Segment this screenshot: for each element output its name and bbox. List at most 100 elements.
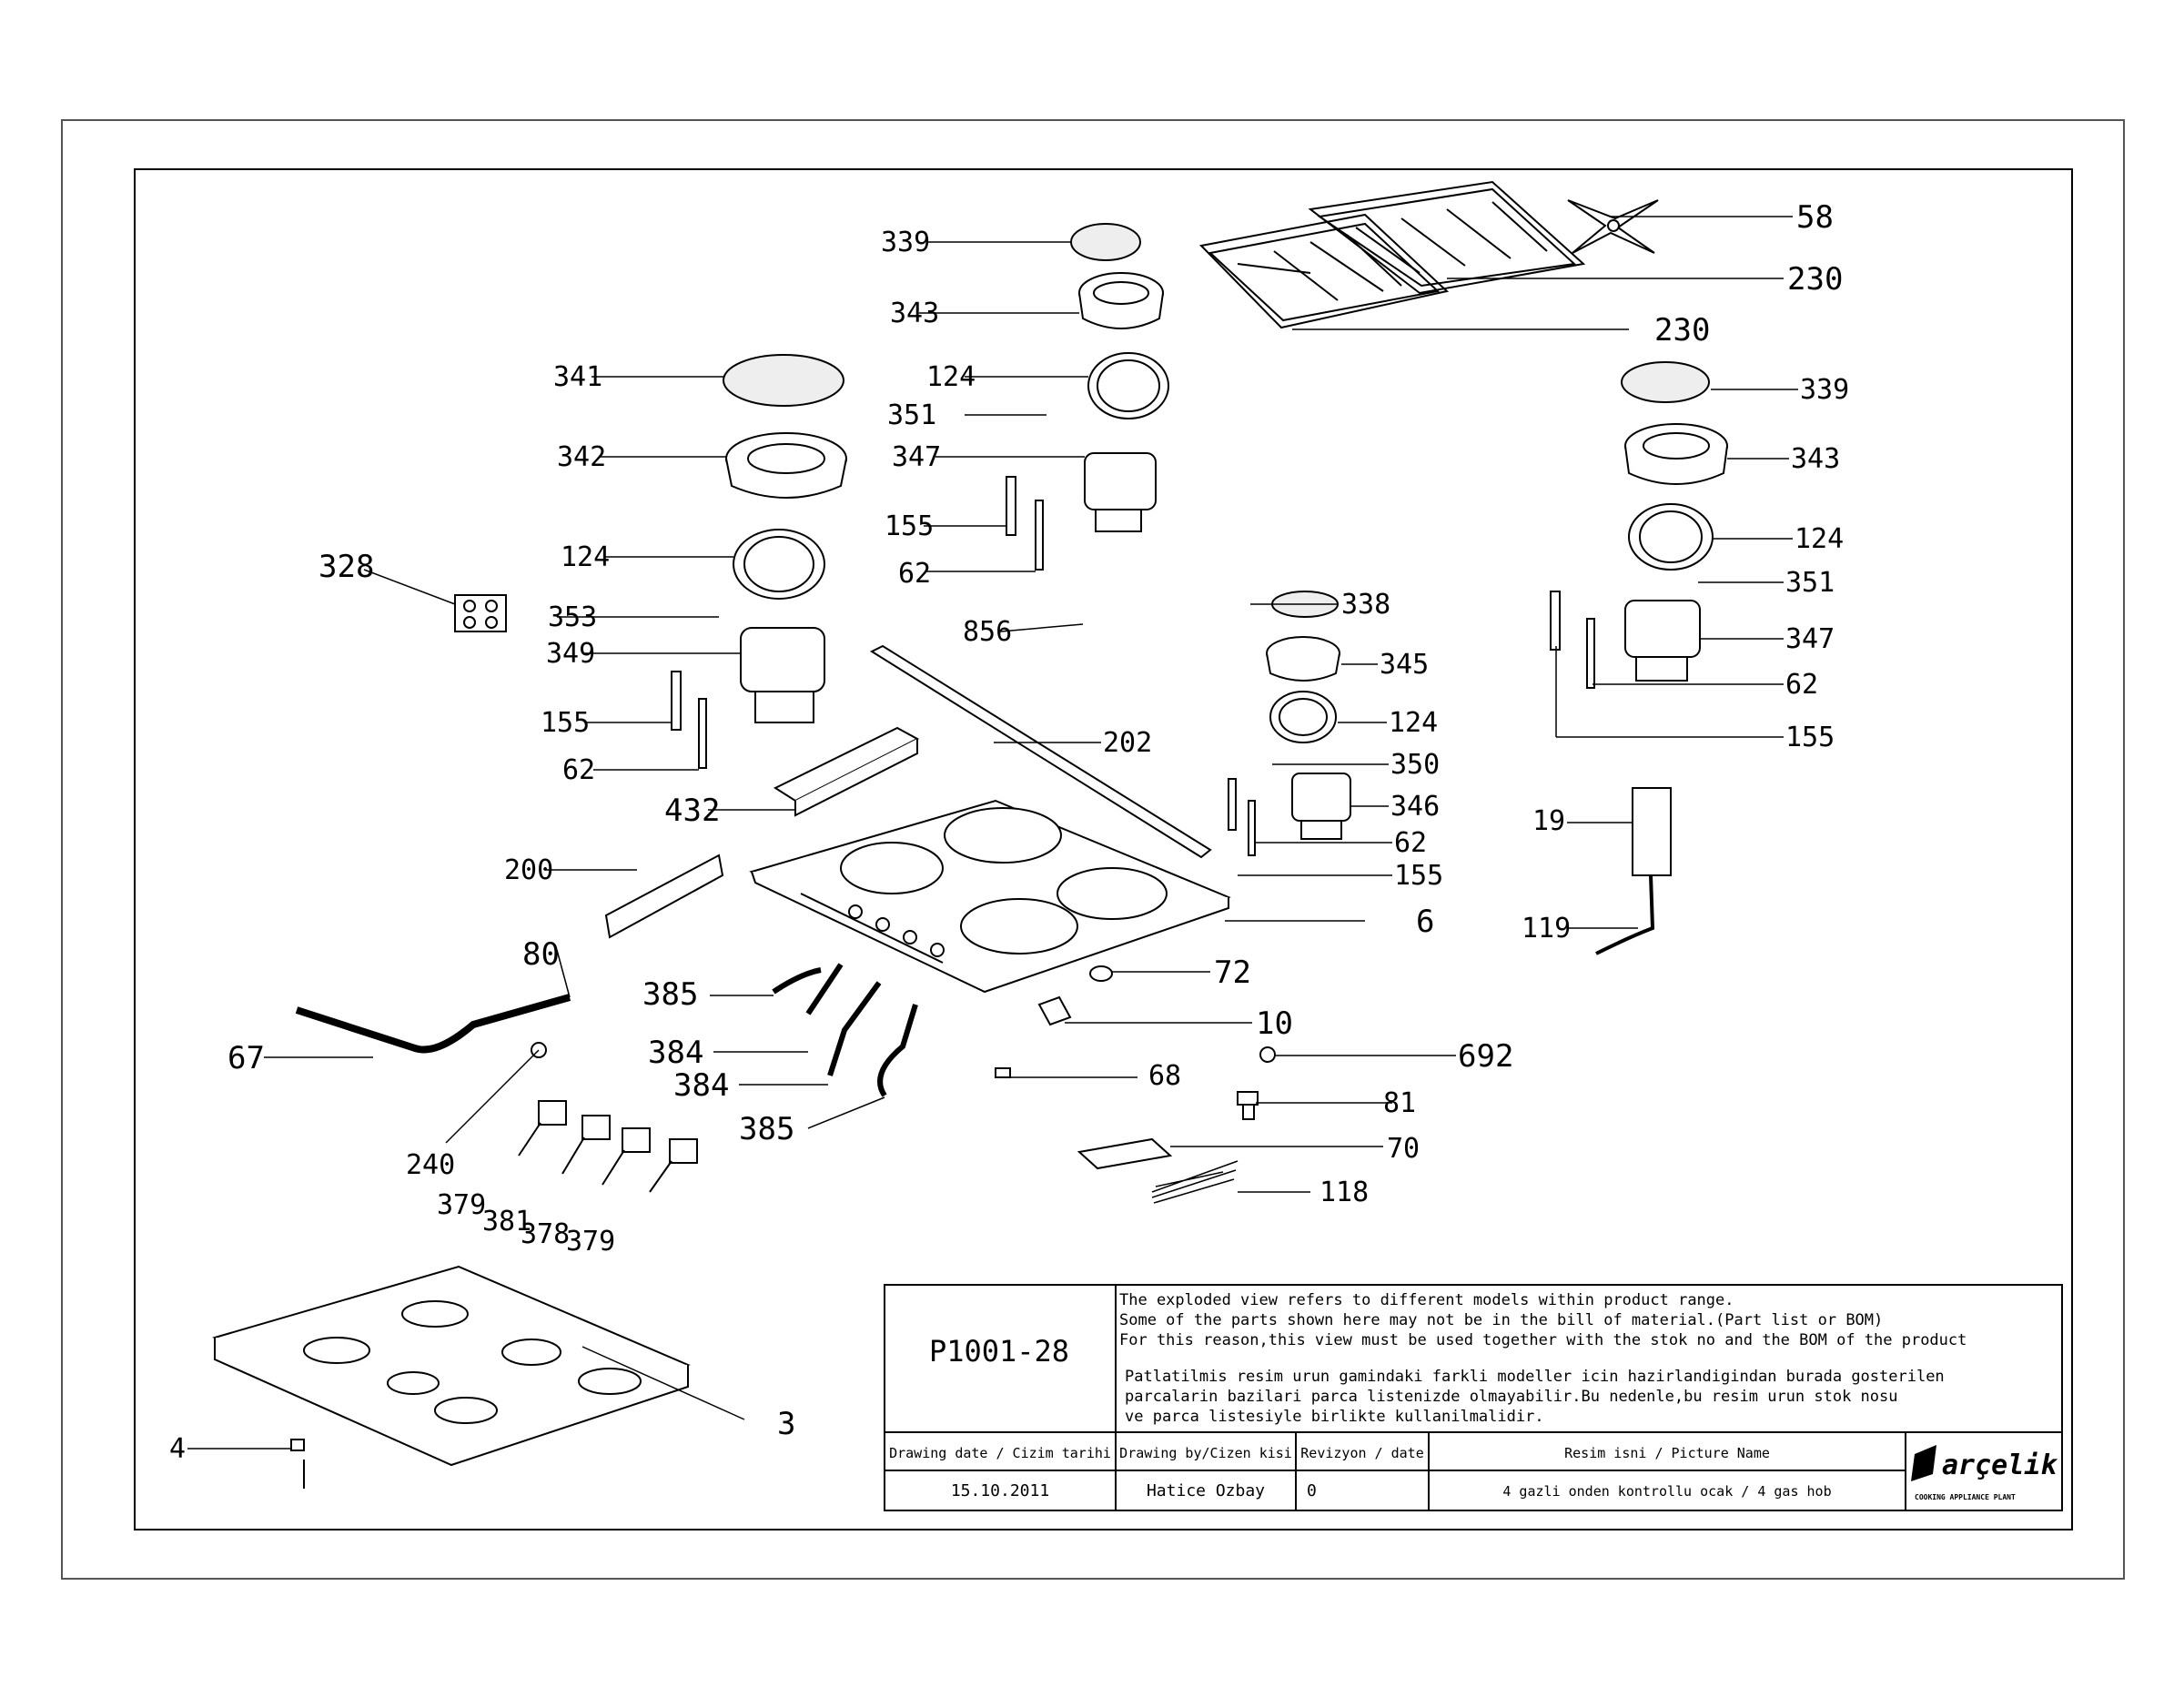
callout-385: 385	[642, 976, 698, 1013]
burner-cap-339-right	[1621, 361, 1710, 403]
pan-support-230-b	[1308, 180, 1586, 295]
callout-124: 124	[561, 541, 610, 573]
burner-cap-341	[723, 354, 844, 407]
callout-350: 350	[1390, 749, 1440, 781]
note-tr-2: parcalarin bazilari parca listenizde olm…	[1125, 1388, 1898, 1406]
callout-4: 4	[169, 1433, 186, 1465]
electrodes-155-62-mid	[1228, 778, 1256, 856]
washer-692	[1259, 1046, 1276, 1063]
logo-text: arçelik	[1942, 1450, 2058, 1481]
callout-343: 343	[1791, 443, 1840, 475]
callout-19: 19	[1532, 805, 1565, 837]
callout-378: 378	[521, 1218, 570, 1250]
callout-labels: 339 343 124 351 347 155 62 58 230 230 34…	[169, 199, 1849, 1465]
note-tr-1: Patlatilmis resim urun gamindaki farkli …	[1125, 1368, 1945, 1386]
ring-124-mid	[1269, 691, 1337, 743]
callout-72: 72	[1214, 955, 1251, 991]
callout-200: 200	[504, 854, 553, 886]
callout-856: 856	[963, 616, 1012, 648]
knob-10	[1037, 995, 1072, 1026]
header-drawing-by: Drawing by/Cizen kisi	[1119, 1445, 1292, 1461]
burner-345	[1266, 636, 1340, 682]
burner-cap-339-top	[1070, 223, 1141, 261]
callout-230: 230	[1654, 312, 1710, 349]
callout-347: 347	[892, 441, 941, 473]
cables-118	[1151, 1160, 1239, 1204]
gasket-328	[454, 594, 507, 632]
logo-subtext: COOKING APPLIANCE PLANT	[1915, 1493, 2016, 1501]
callout-124: 124	[1389, 707, 1438, 739]
callout-155: 155	[885, 510, 934, 542]
callout-10: 10	[1256, 1005, 1293, 1042]
callout-155: 155	[1394, 860, 1443, 892]
ring-124-right	[1628, 503, 1714, 571]
parts-illustrations	[212, 180, 1728, 1489]
value-drawing-date: 15.10.2011	[951, 1481, 1049, 1500]
header-picture-name: Resim isni / Picture Name	[1564, 1445, 1770, 1461]
pan-support-230-a	[1198, 213, 1450, 329]
logo-swoosh-icon	[1911, 1445, 1936, 1481]
callout-62: 62	[562, 754, 595, 786]
callout-62: 62	[1394, 827, 1427, 859]
electrodes-155-62-top	[1006, 476, 1044, 571]
callout-351: 351	[887, 399, 936, 431]
cable-119	[1595, 874, 1655, 955]
callout-67: 67	[228, 1040, 265, 1076]
value-revision: 0	[1307, 1481, 1317, 1500]
callout-342: 342	[557, 441, 606, 473]
title-block-text: P1001-28 The exploded view refers to dif…	[889, 1291, 1967, 1500]
callout-124: 124	[926, 361, 976, 393]
callout-118: 118	[1320, 1177, 1369, 1208]
title-block	[884, 1284, 2063, 1511]
ring-124-top	[1087, 352, 1169, 419]
pipes-384-385	[772, 963, 918, 1097]
callout-384: 384	[673, 1067, 729, 1104]
callout-119: 119	[1522, 913, 1571, 945]
nozzle-81	[1237, 1091, 1259, 1120]
callout-351: 351	[1785, 567, 1835, 599]
callout-349: 349	[546, 638, 595, 670]
callout-81: 81	[1383, 1087, 1416, 1119]
callout-432: 432	[664, 793, 720, 829]
callout-68: 68	[1148, 1060, 1181, 1092]
electrodes-155-62-left	[671, 671, 707, 769]
ring-124-left	[733, 529, 825, 600]
valve-347-top	[1084, 452, 1157, 532]
callout-347: 347	[1785, 623, 1835, 655]
drawing-number: P1001-28	[929, 1334, 1069, 1369]
callout-3: 3	[777, 1406, 795, 1442]
burner-342	[725, 432, 847, 499]
arcelik-logo: arçelik COOKING APPLIANCE PLANT	[1911, 1445, 2058, 1501]
note-en-2: Some of the parts shown here may not be …	[1119, 1311, 1883, 1329]
callout-379: 379	[566, 1226, 615, 1258]
valve-349	[740, 627, 825, 723]
callout-338: 338	[1341, 589, 1390, 621]
valve-347-right	[1624, 600, 1701, 682]
callout-339: 339	[1800, 374, 1849, 406]
note-tr-3: ve parca listesiyle birlikte kullanilmal…	[1125, 1408, 1544, 1426]
callout-80: 80	[522, 936, 560, 973]
value-drawing-by: Hatice Ozbay	[1147, 1481, 1265, 1500]
header-drawing-date: Drawing date / Cizim tarihi	[889, 1445, 1111, 1461]
callout-202: 202	[1103, 727, 1152, 759]
simmer-plate-58	[1567, 199, 1659, 254]
o-ring-72	[1089, 965, 1113, 982]
callout-339: 339	[881, 227, 930, 258]
valve-346	[1291, 773, 1351, 840]
header-revision: Revizyon / date	[1300, 1445, 1423, 1461]
callout-353: 353	[548, 601, 597, 633]
callout-384: 384	[648, 1035, 703, 1071]
note-en-3: For this reason,this view must be used t…	[1119, 1331, 1967, 1349]
callout-385: 385	[739, 1111, 794, 1147]
bottom-tray-3	[212, 1265, 691, 1467]
callout-124: 124	[1795, 523, 1844, 555]
inner-frame	[134, 168, 2073, 1530]
callout-62: 62	[1785, 669, 1818, 701]
power-supply-19	[1632, 787, 1672, 876]
callout-155: 155	[1785, 722, 1835, 753]
callout-155: 155	[541, 707, 590, 739]
callout-70: 70	[1387, 1133, 1420, 1165]
screw-4	[290, 1439, 305, 1489]
leader-lines	[187, 216, 1798, 1450]
